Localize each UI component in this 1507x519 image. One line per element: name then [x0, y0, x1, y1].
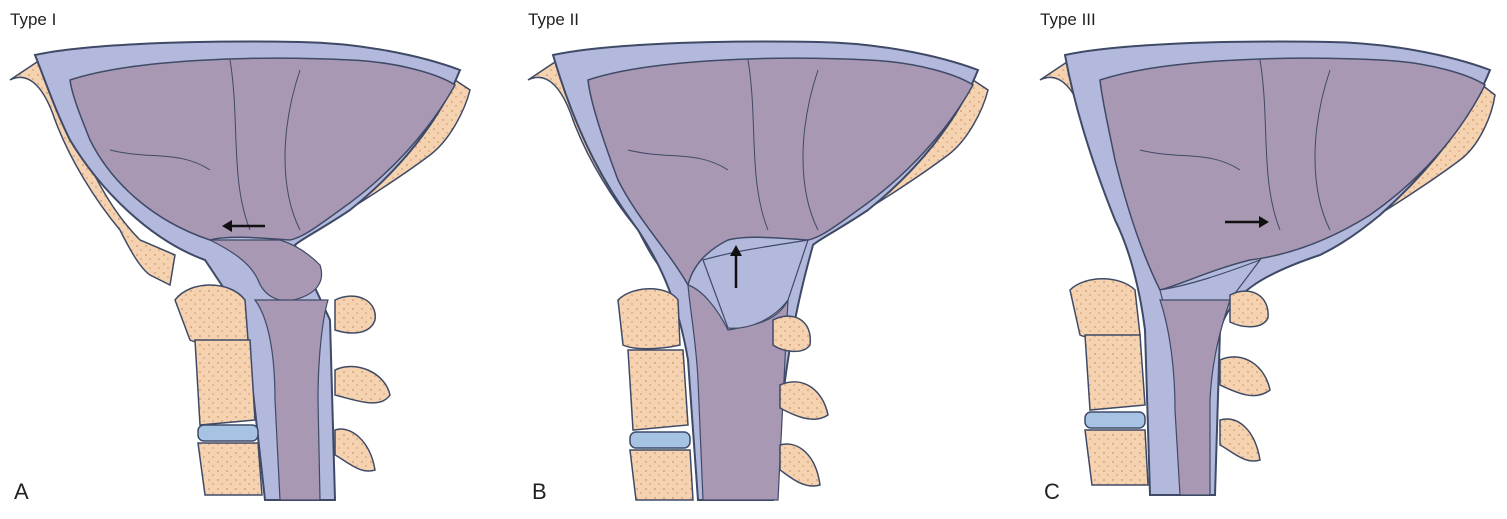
vertebra-c2: [628, 350, 688, 430]
spinous-process-2: [1220, 357, 1270, 396]
panel-type-3: Type III C: [1030, 0, 1507, 519]
panel-letter: B: [532, 479, 547, 505]
panel-letter: C: [1044, 479, 1060, 505]
intervertebral-disc: [630, 432, 690, 448]
vertebra-c2: [1085, 335, 1145, 410]
spinous-process-3: [780, 444, 820, 486]
type-3-illustration: [1030, 0, 1507, 519]
vertebra-c3: [1085, 430, 1148, 485]
intervertebral-disc: [198, 425, 258, 441]
panel-type-1: Type I A: [0, 0, 500, 519]
spinous-process-1: [773, 316, 810, 351]
spinous-process-2: [780, 382, 828, 419]
vertebra-c1: [1070, 279, 1140, 339]
vertebra-c3: [630, 450, 693, 500]
spinous-process-2: [335, 366, 390, 402]
vertebra-c3: [198, 443, 262, 495]
panel-letter: A: [14, 479, 29, 505]
type-1-illustration: [0, 0, 500, 519]
type-2-illustration: [518, 0, 1018, 519]
spinous-process-1: [1230, 291, 1268, 327]
brain: [70, 58, 455, 240]
panel-type-2: Type II B: [518, 0, 1018, 519]
vertebra-c2: [195, 340, 255, 425]
spinous-process-3: [1220, 419, 1260, 461]
vertebra-c1: [618, 289, 680, 349]
intervertebral-disc: [1085, 412, 1145, 428]
spinous-process-1: [335, 296, 375, 333]
spinous-process-3: [335, 429, 375, 471]
vertebra-c1: [175, 285, 248, 344]
